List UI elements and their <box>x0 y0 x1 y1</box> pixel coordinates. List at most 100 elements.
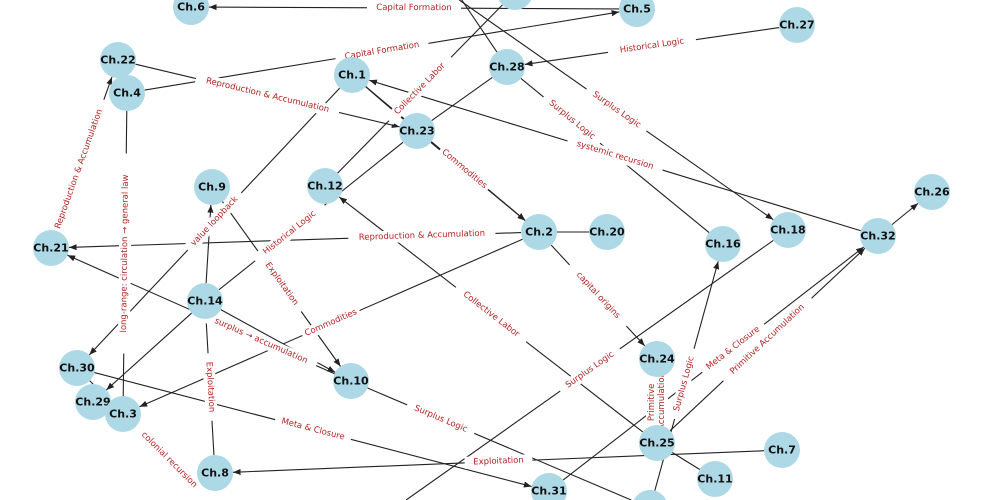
node-ch4[interactable]: Ch.4 <box>109 75 145 111</box>
node-circle[interactable] <box>194 169 230 205</box>
node-ch20[interactable]: Ch.20 <box>589 214 625 250</box>
node-circle[interactable] <box>399 113 435 149</box>
node-ch16[interactable]: Ch.16 <box>705 226 741 262</box>
edge-label: Surplus Logic <box>583 84 650 136</box>
node-ch28[interactable]: Ch.28 <box>489 49 525 85</box>
node-circle[interactable] <box>770 212 806 248</box>
node-ch18[interactable]: Ch.18 <box>770 212 806 248</box>
node-label: Ch.2 <box>525 226 553 239</box>
edge-ch32-ch26 <box>891 202 919 226</box>
node-label: Ch.28 <box>489 61 524 74</box>
edge-label-background <box>698 319 768 377</box>
node-ch14[interactable]: Ch.14 <box>187 283 223 319</box>
node-circle[interactable] <box>639 425 675 461</box>
edge-ch14-ch9 <box>205 204 214 284</box>
edge-label-background <box>117 153 133 354</box>
node-circle[interactable] <box>109 75 145 111</box>
node-ch1[interactable]: Ch.1 <box>334 57 370 93</box>
node-circle[interactable] <box>531 473 567 500</box>
node-circle[interactable] <box>334 57 370 93</box>
node-top[interactable] <box>498 0 532 10</box>
node-circle[interactable] <box>589 214 625 250</box>
edge-label-text: surplus → accumulation <box>213 316 309 366</box>
node-circle[interactable] <box>639 341 675 377</box>
edge-label-background <box>719 293 816 386</box>
node-ch9[interactable]: Ch.9 <box>194 169 230 205</box>
edge-label-text: long-range: circulation → general law <box>119 174 131 332</box>
edge-label-text: Reproduction & Accumulation <box>205 76 330 115</box>
node-label: Ch.18 <box>770 224 805 237</box>
node-ch11[interactable]: Ch.11 <box>697 461 733 497</box>
node-circle[interactable] <box>307 168 343 204</box>
node-circle[interactable] <box>333 363 369 399</box>
node-ch31[interactable]: Ch.31 <box>531 473 567 500</box>
node-ch5[interactable]: Ch.5 <box>619 0 655 28</box>
edge-label-background <box>48 97 110 241</box>
edge-label-text: capital origins <box>574 270 622 321</box>
edge-label: Collective Labor <box>452 282 530 347</box>
node-circle[interactable] <box>105 396 141 432</box>
edge-label: Primitive Accumulation <box>719 293 816 386</box>
node-label: Ch.8 <box>201 467 229 480</box>
node-ch25[interactable]: Ch.25 <box>639 425 675 461</box>
node-ch8[interactable]: Ch.8 <box>197 455 233 491</box>
node-circle[interactable] <box>633 490 667 500</box>
node-label: Ch.7 <box>768 444 796 457</box>
node-circle[interactable] <box>197 455 233 491</box>
node-label: Ch.26 <box>914 186 950 199</box>
node-circle[interactable] <box>100 42 136 78</box>
edge-label: Reproduction & Accumulation <box>348 227 496 245</box>
edge-label-background <box>348 227 496 245</box>
node-ch22[interactable]: Ch.22 <box>100 42 136 78</box>
node-label: Ch.32 <box>860 230 895 243</box>
node-circle[interactable] <box>860 218 896 254</box>
node-circle[interactable] <box>705 226 741 262</box>
node-ch3[interactable]: Ch.3 <box>105 396 141 432</box>
node-circle[interactable] <box>75 384 111 420</box>
edge-label: Historical Logic <box>251 200 329 266</box>
node-label: Ch.16 <box>705 238 741 251</box>
node-label: Ch.31 <box>531 485 566 498</box>
node-circle[interactable] <box>498 0 532 10</box>
edge-top3-ch28 <box>461 0 498 53</box>
edge-label-background <box>464 454 533 469</box>
node-ch24[interactable]: Ch.24 <box>639 341 675 377</box>
node-label: Ch.23 <box>399 125 434 138</box>
node-ch23[interactable]: Ch.23 <box>399 113 435 149</box>
node-circle[interactable] <box>697 461 733 497</box>
node-circle[interactable] <box>172 0 210 25</box>
node-ch7[interactable]: Ch.7 <box>764 432 800 468</box>
edge-label-background <box>556 344 624 396</box>
node-ch21[interactable]: Ch.21 <box>33 230 69 266</box>
node-ch30[interactable]: Ch.30 <box>59 350 95 386</box>
node-ch26[interactable]: Ch.26 <box>914 174 950 210</box>
node-bot[interactable] <box>633 490 667 500</box>
node-label: Ch.4 <box>113 87 141 100</box>
node-ch27[interactable]: Ch.27 <box>779 7 815 43</box>
node-circle[interactable] <box>914 174 950 210</box>
node-ch32[interactable]: Ch.32 <box>860 218 896 254</box>
node-label: Ch.30 <box>59 362 95 375</box>
node-ch6[interactable]: Ch.6 <box>172 0 210 25</box>
node-ch2[interactable]: Ch.2 <box>521 214 557 250</box>
edge-label: Historical Logic <box>607 33 697 59</box>
node-ch29[interactable]: Ch.29 <box>75 384 111 420</box>
node-label: Ch.5 <box>623 3 651 16</box>
edge-label-background <box>300 305 362 341</box>
edge-label: systemic recursion <box>565 135 665 176</box>
node-circle[interactable] <box>187 283 223 319</box>
node-circle[interactable] <box>764 432 800 468</box>
node-circle[interactable] <box>489 49 525 85</box>
node-circle[interactable] <box>779 7 815 43</box>
node-circle[interactable] <box>619 0 655 28</box>
node-ch10[interactable]: Ch.10 <box>333 363 369 399</box>
node-circle[interactable] <box>521 214 557 250</box>
edge-label-text: Surplus Logic <box>547 98 598 142</box>
edge-label-text: Exploitation <box>473 455 524 467</box>
node-circle[interactable] <box>59 350 95 386</box>
edge-label-text: systemic recursion <box>575 139 654 172</box>
node-circle[interactable] <box>33 230 69 266</box>
node-label: Ch.12 <box>307 180 342 193</box>
node-ch12[interactable]: Ch.12 <box>307 168 343 204</box>
